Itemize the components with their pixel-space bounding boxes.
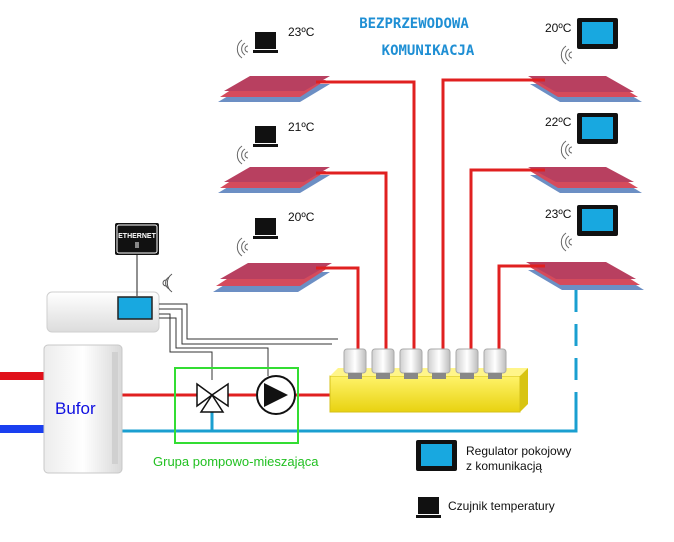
control-wires (159, 303, 338, 380)
actuator (343, 348, 367, 379)
actuator (399, 348, 423, 379)
zone-left-3: 20ºC (236, 210, 315, 257)
wifi-icon (560, 45, 573, 65)
pump-group-frame (174, 367, 299, 444)
diagram-title-line1: BEZPRZEWODOWA (359, 16, 469, 32)
actuator (483, 348, 507, 379)
zone-left-1: 23ºC (236, 25, 315, 59)
zone-temperature: 23ºC (545, 207, 572, 221)
circulation-pump-icon (256, 375, 296, 415)
zone-left-2: 21ºC (236, 120, 315, 165)
legend-regulator-line1: Regulator pokojowy (466, 444, 571, 458)
ethernet-label: ETHERNET (118, 233, 156, 240)
ethernet-module: ETHERNET (115, 223, 159, 296)
zone-right-3: 23ºC (545, 205, 618, 252)
buffer-tank: Bufor (43, 344, 123, 474)
mixing-valve-icon (196, 382, 229, 413)
legend: Regulator pokojowy z komunikacją Czujnik… (416, 440, 571, 518)
supply-lines (316, 78, 545, 355)
legend-regulator-line2: z komunikacją (466, 459, 542, 473)
wifi-icon (560, 232, 573, 252)
actuator (455, 348, 479, 379)
wifi-icon (236, 237, 249, 257)
floor-panel-left-3 (213, 263, 332, 292)
temperature-sensor-icon (255, 218, 276, 235)
return-lines (122, 410, 578, 433)
zone-temperature: 23ºC (288, 25, 315, 39)
controller-screen (117, 296, 153, 320)
zone-temperature: 20ºC (545, 21, 572, 35)
main-controller (46, 291, 160, 333)
buffer-label: Bufor (55, 399, 96, 418)
wifi-icon (560, 140, 573, 160)
zone-temperature: 20ºC (288, 210, 315, 224)
legend-sensor-icon (418, 497, 439, 514)
actuator (371, 348, 395, 379)
zone-right-1: 20ºC (545, 18, 618, 65)
floor-panel-left-2 (218, 167, 330, 193)
zone-temperature: 21ºC (288, 120, 315, 134)
wifi-icon (236, 145, 249, 165)
diagram-title-line2: KOMUNIKACJA (382, 43, 475, 59)
pump-group-label: Grupa pompowo-mieszająca (153, 454, 319, 469)
actuators (343, 348, 507, 379)
temperature-sensor-icon (255, 32, 276, 49)
floor-panel-right-2 (528, 167, 642, 193)
zone-temperature: 22ºC (545, 115, 572, 129)
floor-panel-left-1 (218, 76, 330, 102)
temperature-sensor-icon (255, 126, 276, 143)
controller-wifi-icon (162, 273, 173, 293)
wifi-icon (236, 39, 249, 59)
floor-panel-right-1 (528, 76, 642, 102)
legend-sensor-label: Czujnik temperatury (448, 499, 555, 513)
zone-right-2: 22ºC (545, 113, 618, 160)
floor-panel-right-3 (526, 262, 644, 290)
actuator (427, 348, 451, 379)
